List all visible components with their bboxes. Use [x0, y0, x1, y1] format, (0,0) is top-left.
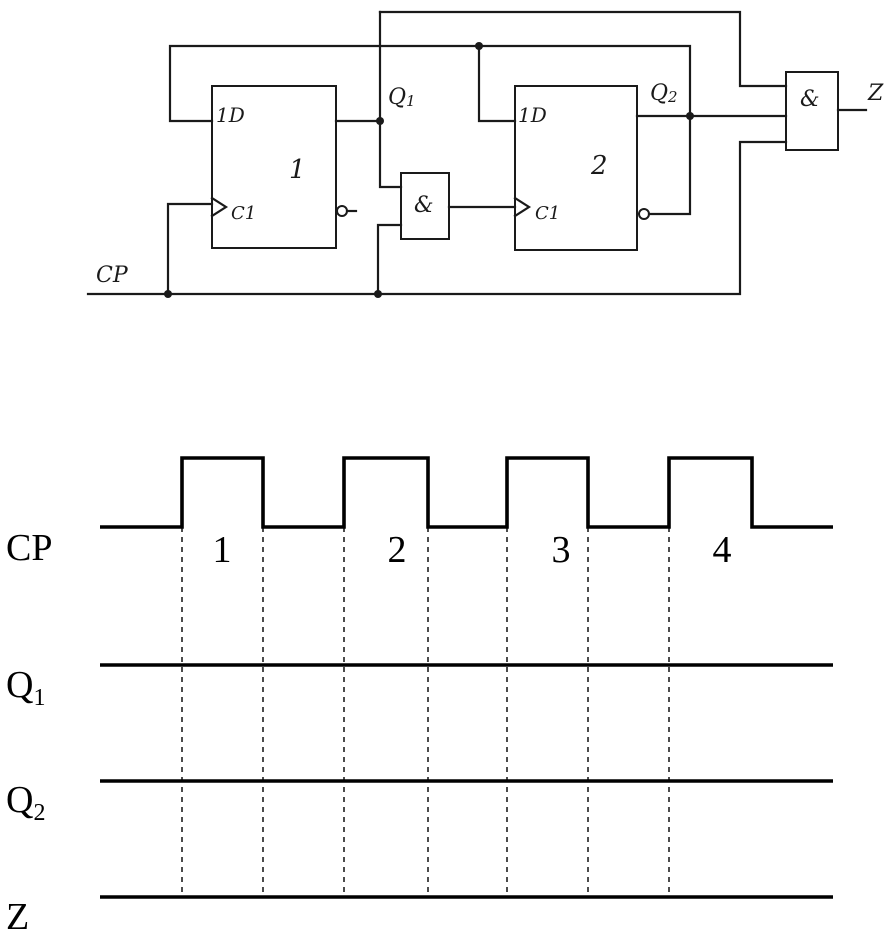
timing-label-z: Z	[6, 896, 29, 938]
flip-flop-2-body	[514, 85, 638, 251]
and-gate-middle-body	[400, 172, 450, 240]
timing-label-q1: Q1	[6, 664, 45, 711]
and-gate-output-symbol: &	[800, 87, 820, 112]
pulse-number: 3	[552, 529, 571, 571]
ff2-clock-triangle-icon	[513, 196, 532, 218]
ff1-clock-triangle-icon	[210, 196, 229, 218]
ff1-number-label: 1	[289, 155, 306, 185]
junction-dot-cp-1	[164, 290, 172, 298]
junction-dot-q1	[376, 117, 384, 125]
timing-diagram: 1 2 3 4 CP Q1 Q2 Z	[6, 456, 833, 938]
wire-cp-to-and-gate	[376, 223, 403, 296]
flip-flop-2: 1D C1 2	[513, 85, 650, 251]
cp-circuit-label: CP	[96, 263, 129, 288]
ff1-d-pin-label: 1D	[216, 103, 245, 127]
wire-top-feedback	[168, 44, 692, 123]
and-gate-output: &	[785, 71, 839, 151]
and-gate-output-body	[785, 71, 839, 151]
pulse-number: 4	[713, 529, 732, 571]
junction-dot-cp-2	[374, 290, 382, 298]
timing-label-cp: CP	[6, 527, 52, 569]
pulse-number: 2	[388, 529, 407, 571]
junction-dot-q2	[686, 112, 694, 120]
z-circuit-label: Z	[867, 81, 884, 106]
wire-ff2-d-input	[477, 44, 517, 123]
wire-q1-to-output-gate	[378, 10, 788, 88]
wire-q2-bar-loop	[647, 114, 692, 216]
ff2-clock-pin-label: C1	[535, 203, 560, 224]
and-gate-middle-symbol: &	[414, 193, 434, 218]
wire-cp-main	[86, 140, 788, 296]
q2-circuit-label: Q2	[650, 81, 678, 106]
flip-flop-1-body	[211, 85, 337, 249]
ff1-inverted-output-bubble	[336, 205, 348, 217]
circuit-schematic: 1D C1 1 & 1D C1 2 &	[86, 10, 884, 298]
circuit-wires	[86, 10, 868, 298]
wire-cp-to-ff1-clock	[166, 202, 214, 296]
cp-waveform	[100, 456, 833, 529]
q1-circuit-label: Q1	[388, 85, 416, 110]
pulse-number: 1	[213, 529, 232, 571]
ff2-inverted-output-bubble	[638, 208, 650, 220]
junction-dot-top	[475, 42, 483, 50]
timing-guides	[181, 527, 670, 897]
ff2-number-label: 2	[590, 151, 608, 181]
and-gate-middle: &	[400, 172, 450, 240]
ff1-clock-pin-label: C1	[231, 203, 256, 224]
flip-flop-1: 1D C1 1	[210, 85, 348, 249]
wire-q1-vertical	[378, 10, 403, 189]
ff2-d-pin-label: 1D	[518, 103, 547, 127]
timing-label-q2: Q2	[6, 779, 45, 826]
